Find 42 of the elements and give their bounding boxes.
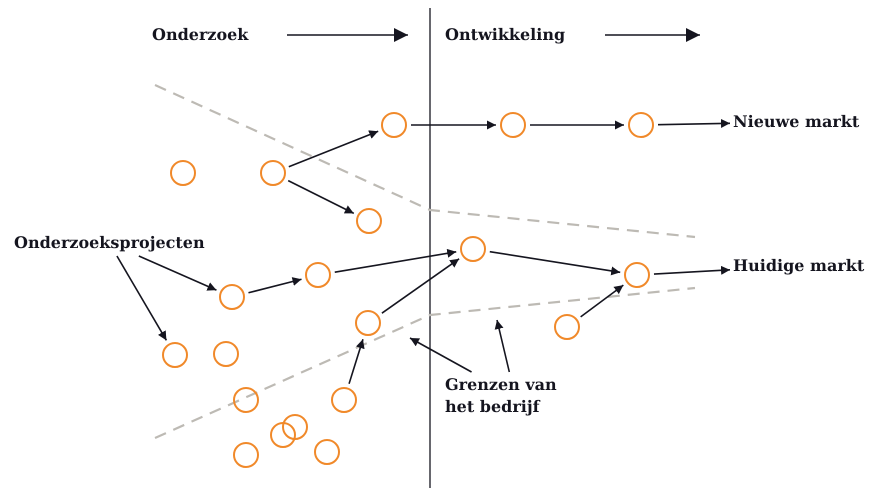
project-circle (628, 112, 654, 138)
project-circle (314, 439, 340, 465)
arrow (530, 120, 624, 130)
arrow (490, 250, 620, 276)
node-label: Huidige markt (733, 255, 864, 277)
node-label: Nieuwe markt (733, 111, 860, 133)
node-label: Onderzoeksprojecten (14, 232, 205, 254)
project-circle (356, 208, 382, 234)
leader-line (410, 337, 472, 373)
project-circle (170, 160, 196, 186)
project-circle (305, 262, 331, 288)
project-circle (331, 387, 357, 413)
project-circle (219, 284, 245, 310)
project-circle (260, 160, 286, 186)
project-circle (282, 414, 308, 440)
arrow (288, 180, 354, 214)
leader-line (494, 320, 510, 372)
project-circle (624, 262, 650, 288)
project-circle (233, 442, 259, 468)
arrow (138, 255, 217, 291)
phase-heading: Ontwikkeling (445, 24, 566, 46)
project-circle (460, 236, 486, 262)
arrow (116, 256, 168, 341)
node-label: Grenzen van het bedrijf (445, 374, 585, 418)
phase-heading: Onderzoek (152, 24, 248, 46)
project-circle (213, 341, 239, 367)
project-circle (554, 314, 580, 340)
arrow (248, 277, 302, 294)
project-circle (381, 112, 407, 138)
project-circle (233, 387, 259, 413)
arrow (348, 339, 365, 384)
project-circle (500, 112, 526, 138)
project-circle (355, 310, 381, 336)
arrow (411, 120, 496, 130)
arrow (580, 284, 624, 318)
arrow (381, 258, 460, 314)
project-circle (270, 422, 296, 448)
arrow (654, 266, 730, 275)
arrow (288, 130, 378, 168)
arrow (334, 248, 456, 273)
arrow (658, 118, 730, 128)
project-circle (162, 342, 188, 368)
